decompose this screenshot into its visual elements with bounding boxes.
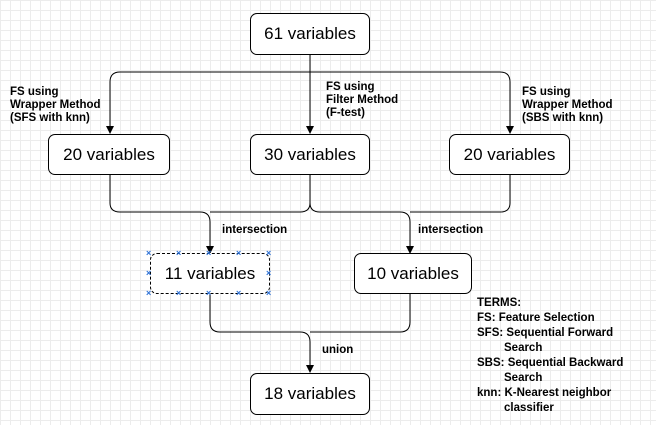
edge-30-to-11 bbox=[210, 175, 311, 213]
edge-20sbs-to-10 bbox=[410, 175, 511, 213]
edge-61-to-20-sfs bbox=[106, 55, 311, 134]
label-line: (SBS with knn) bbox=[522, 112, 604, 124]
label-line: FS using bbox=[522, 86, 571, 98]
node-11-variables[interactable]: 11 variables bbox=[150, 253, 270, 294]
term-definition: K-Nearest neighbor bbox=[504, 387, 612, 399]
label-line: FS using bbox=[326, 81, 375, 93]
label-line: (SFS with knn) bbox=[10, 112, 90, 124]
resize-handle-icon[interactable]: × bbox=[146, 268, 152, 278]
resize-handle-icon[interactable]: × bbox=[146, 288, 152, 298]
resize-handle-icon[interactable]: × bbox=[266, 248, 272, 258]
terms-title: TERMS: bbox=[477, 297, 522, 309]
node-61-variables[interactable]: 61 variables bbox=[250, 13, 370, 55]
label-fs-filter: FS using Filter Method (F-test) bbox=[326, 81, 398, 120]
node-20-variables-sfs[interactable]: 20 variables bbox=[48, 134, 170, 175]
label-line: (F-test) bbox=[326, 107, 365, 119]
term-fs: FS: Feature Selection bbox=[477, 311, 623, 326]
term-abbr: SFS: bbox=[477, 327, 504, 339]
resize-handle-icon[interactable]: × bbox=[266, 268, 272, 278]
term-knn: knn: K-Nearest neighbor bbox=[477, 386, 623, 401]
term-definition-cont: Search bbox=[504, 372, 543, 384]
label-union: union bbox=[322, 344, 354, 356]
label-intersection-left: intersection bbox=[222, 224, 288, 236]
node-30-variables[interactable]: 30 variables bbox=[250, 134, 370, 175]
label-line: Wrapper Method bbox=[10, 99, 101, 111]
term-abbr: SBS: bbox=[477, 357, 505, 369]
label-fs-wrapper-sfs: FS using Wrapper Method (SFS with knn) bbox=[10, 86, 101, 125]
resize-handle-icon[interactable]: × bbox=[266, 288, 272, 298]
resize-handle-icon[interactable]: × bbox=[206, 288, 212, 298]
term-definition: Sequential Forward bbox=[506, 327, 614, 339]
resize-handle-icon[interactable]: × bbox=[236, 248, 242, 258]
term-abbr: FS: bbox=[477, 312, 496, 324]
term-definition-cont: classifier bbox=[504, 402, 554, 414]
label-line: Wrapper Method bbox=[522, 99, 613, 111]
term-abbr: knn: bbox=[477, 387, 502, 399]
term-sbs: SBS: Sequential Backward bbox=[477, 356, 623, 371]
term-sfs: SFS: Sequential Forward bbox=[477, 326, 623, 341]
label-fs-wrapper-sbs: FS using Wrapper Method (SBS with knn) bbox=[522, 86, 613, 125]
node-20-variables-sbs[interactable]: 20 variables bbox=[449, 134, 570, 175]
resize-handle-icon[interactable]: × bbox=[146, 248, 152, 258]
term-definition: Sequential Backward bbox=[507, 357, 624, 369]
edge-11-to-18 bbox=[209, 294, 314, 373]
node-18-variables[interactable]: 18 variables bbox=[250, 373, 370, 415]
terms-legend: TERMS: FS: Feature Selection SFS: Sequen… bbox=[477, 296, 623, 416]
resize-handle-icon[interactable]: × bbox=[176, 248, 182, 258]
label-intersection-right: intersection bbox=[418, 224, 484, 236]
node-10-variables[interactable]: 10 variables bbox=[354, 253, 472, 294]
label-line: Filter Method bbox=[326, 94, 399, 106]
term-definition: Feature Selection bbox=[498, 312, 595, 324]
resize-handle-icon[interactable]: × bbox=[206, 248, 212, 258]
edge-61-to-20-sbs bbox=[310, 71, 514, 134]
edge-10-to-18 bbox=[310, 294, 411, 333]
label-line: FS using bbox=[10, 86, 59, 98]
edge-20sfs-to-11 bbox=[109, 175, 214, 254]
edge-30-to-10 bbox=[309, 175, 414, 254]
resize-handle-icon[interactable]: × bbox=[176, 288, 182, 298]
term-definition-cont: Search bbox=[504, 342, 543, 354]
resize-handle-icon[interactable]: × bbox=[236, 288, 242, 298]
